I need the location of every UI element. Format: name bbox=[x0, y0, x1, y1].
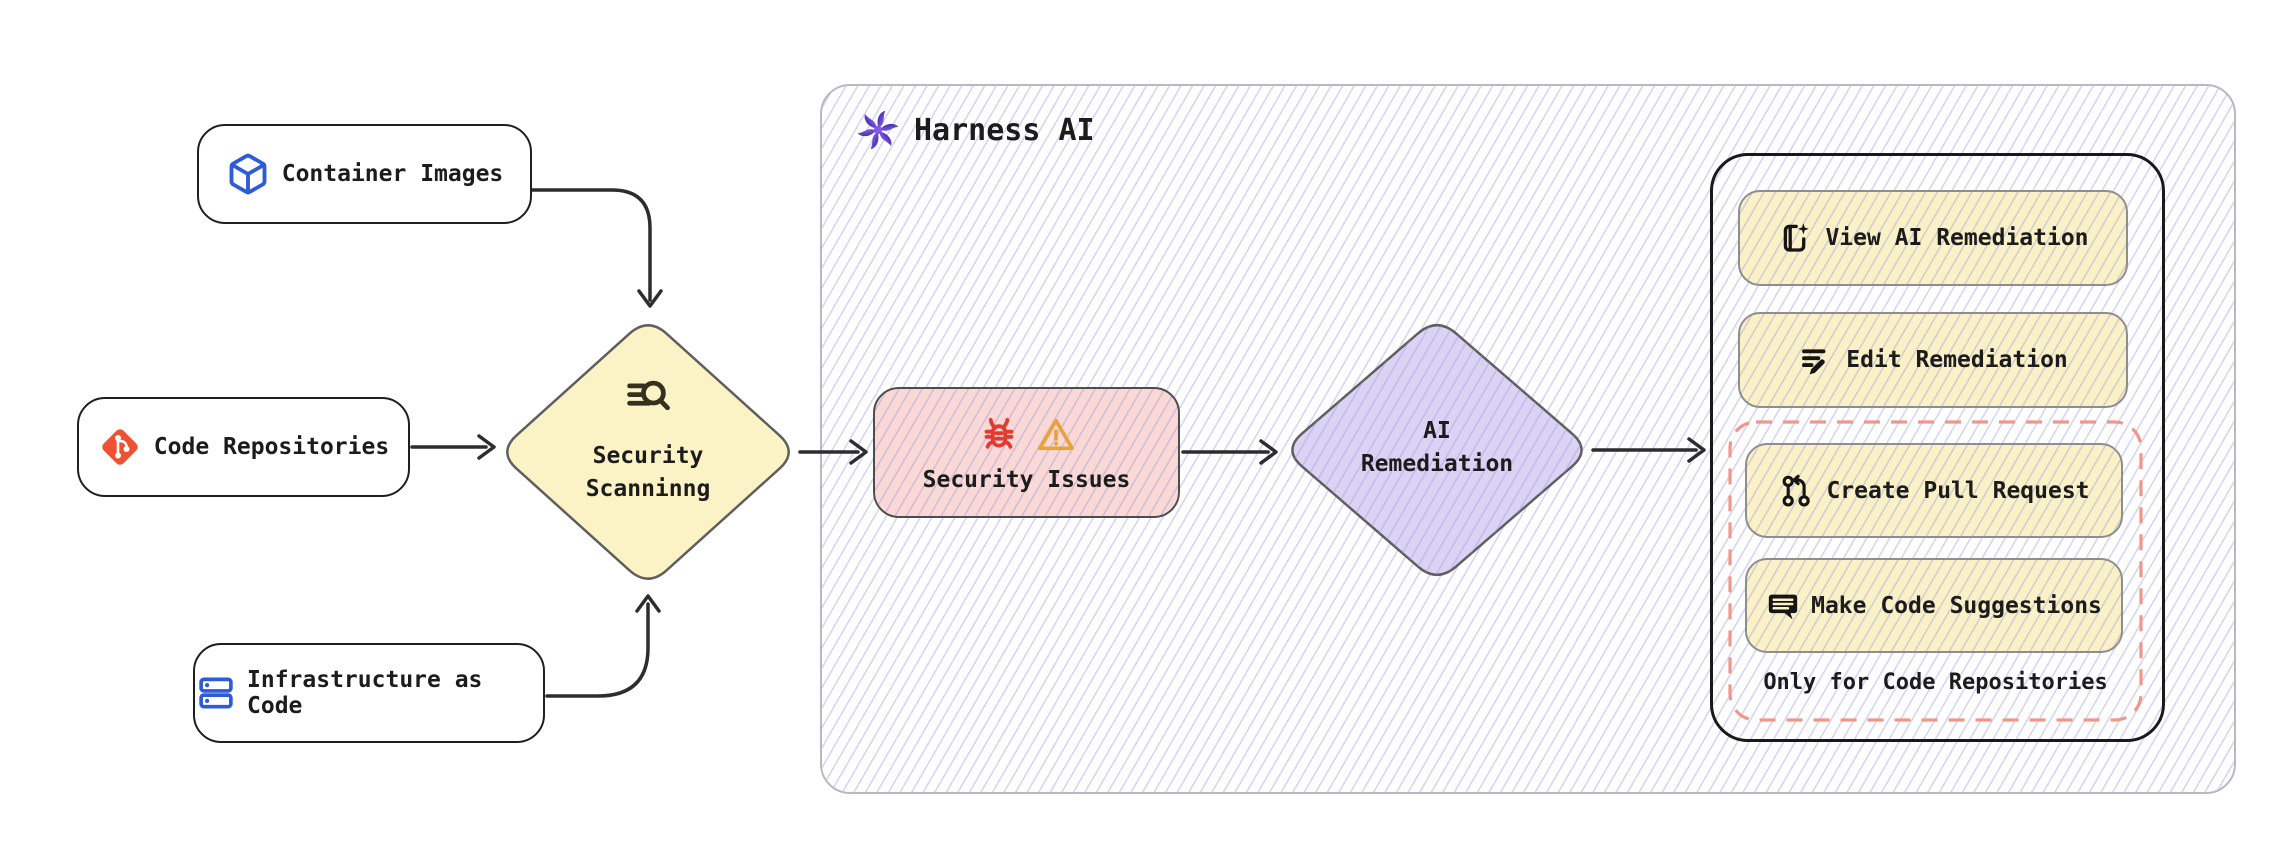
create-pull-request-button[interactable]: Create Pull Request bbox=[1745, 443, 2123, 538]
harness-ai-title: Harness AI bbox=[914, 112, 1095, 148]
container-images-label: Container Images bbox=[281, 161, 504, 187]
warning-triangle-icon bbox=[1037, 418, 1074, 450]
remediation-actions-panel bbox=[1710, 153, 2165, 742]
harness-ai-logo-icon bbox=[857, 110, 899, 150]
ai-remediation-label: AI Remediation bbox=[1360, 418, 1514, 477]
dashed-border bbox=[1728, 420, 2143, 722]
git-icon bbox=[102, 429, 138, 465]
arrow-infrastructure-to-scanning bbox=[545, 594, 661, 698]
server-stack-icon bbox=[199, 677, 233, 709]
container-images-node[interactable]: Container Images bbox=[197, 124, 532, 224]
code-repositories-only-group bbox=[1728, 420, 2143, 722]
bug-icon bbox=[984, 417, 1013, 449]
infrastructure-as-code-node[interactable]: Infrastructure as Code bbox=[193, 643, 545, 743]
security-scanning-diamond[interactable] bbox=[506, 324, 790, 580]
security-scanning-label: Security Scanninng bbox=[585, 443, 711, 502]
arrow-issues-to-remediation bbox=[1181, 439, 1278, 465]
view-ai-remediation-button[interactable]: View AI Remediation bbox=[1738, 190, 2128, 286]
infrastructure-as-code-label: Infrastructure as Code bbox=[247, 667, 483, 719]
harness-ai-header: Harness AI bbox=[856, 108, 1095, 152]
code-repositories-only-note: Only for Code Repositories bbox=[1763, 670, 2108, 695]
make-code-suggestions-button[interactable]: Make Code Suggestions bbox=[1745, 558, 2123, 653]
code-repositories-label: Code Repositories bbox=[153, 434, 390, 460]
security-issues-node[interactable]: Security Issues bbox=[873, 387, 1180, 518]
edit-remediation-button[interactable]: Edit Remediation bbox=[1738, 312, 2128, 408]
make-code-suggestions-label: Make Code Suggestions bbox=[1811, 592, 2102, 619]
edit-list-pencil-icon bbox=[1802, 349, 1826, 375]
edit-remediation-label: Edit Remediation bbox=[1846, 347, 2068, 373]
code-repositories-node[interactable]: Code Repositories bbox=[77, 397, 410, 497]
arrow-remediation-to-actions bbox=[1591, 437, 1706, 463]
scan-search-icon bbox=[622, 374, 674, 430]
security-issues-icons bbox=[977, 413, 1077, 457]
document-sparkle-icon bbox=[1784, 223, 1810, 252]
arrow-scanning-to-issues bbox=[798, 439, 868, 465]
arrow-container-images-to-scanning bbox=[530, 188, 663, 308]
create-pull-request-label: Create Pull Request bbox=[1826, 477, 2090, 504]
security-issues-label: Security Issues bbox=[922, 466, 1131, 493]
ai-remediation-diamond-hatch bbox=[1292, 325, 1582, 575]
cube-icon bbox=[229, 153, 267, 195]
git-pull-request-icon bbox=[1783, 474, 1811, 507]
view-ai-remediation-label: View AI Remediation bbox=[1825, 225, 2089, 251]
comment-suggestion-icon bbox=[1768, 594, 1798, 619]
arrow-code-repositories-to-scanning bbox=[410, 434, 496, 460]
